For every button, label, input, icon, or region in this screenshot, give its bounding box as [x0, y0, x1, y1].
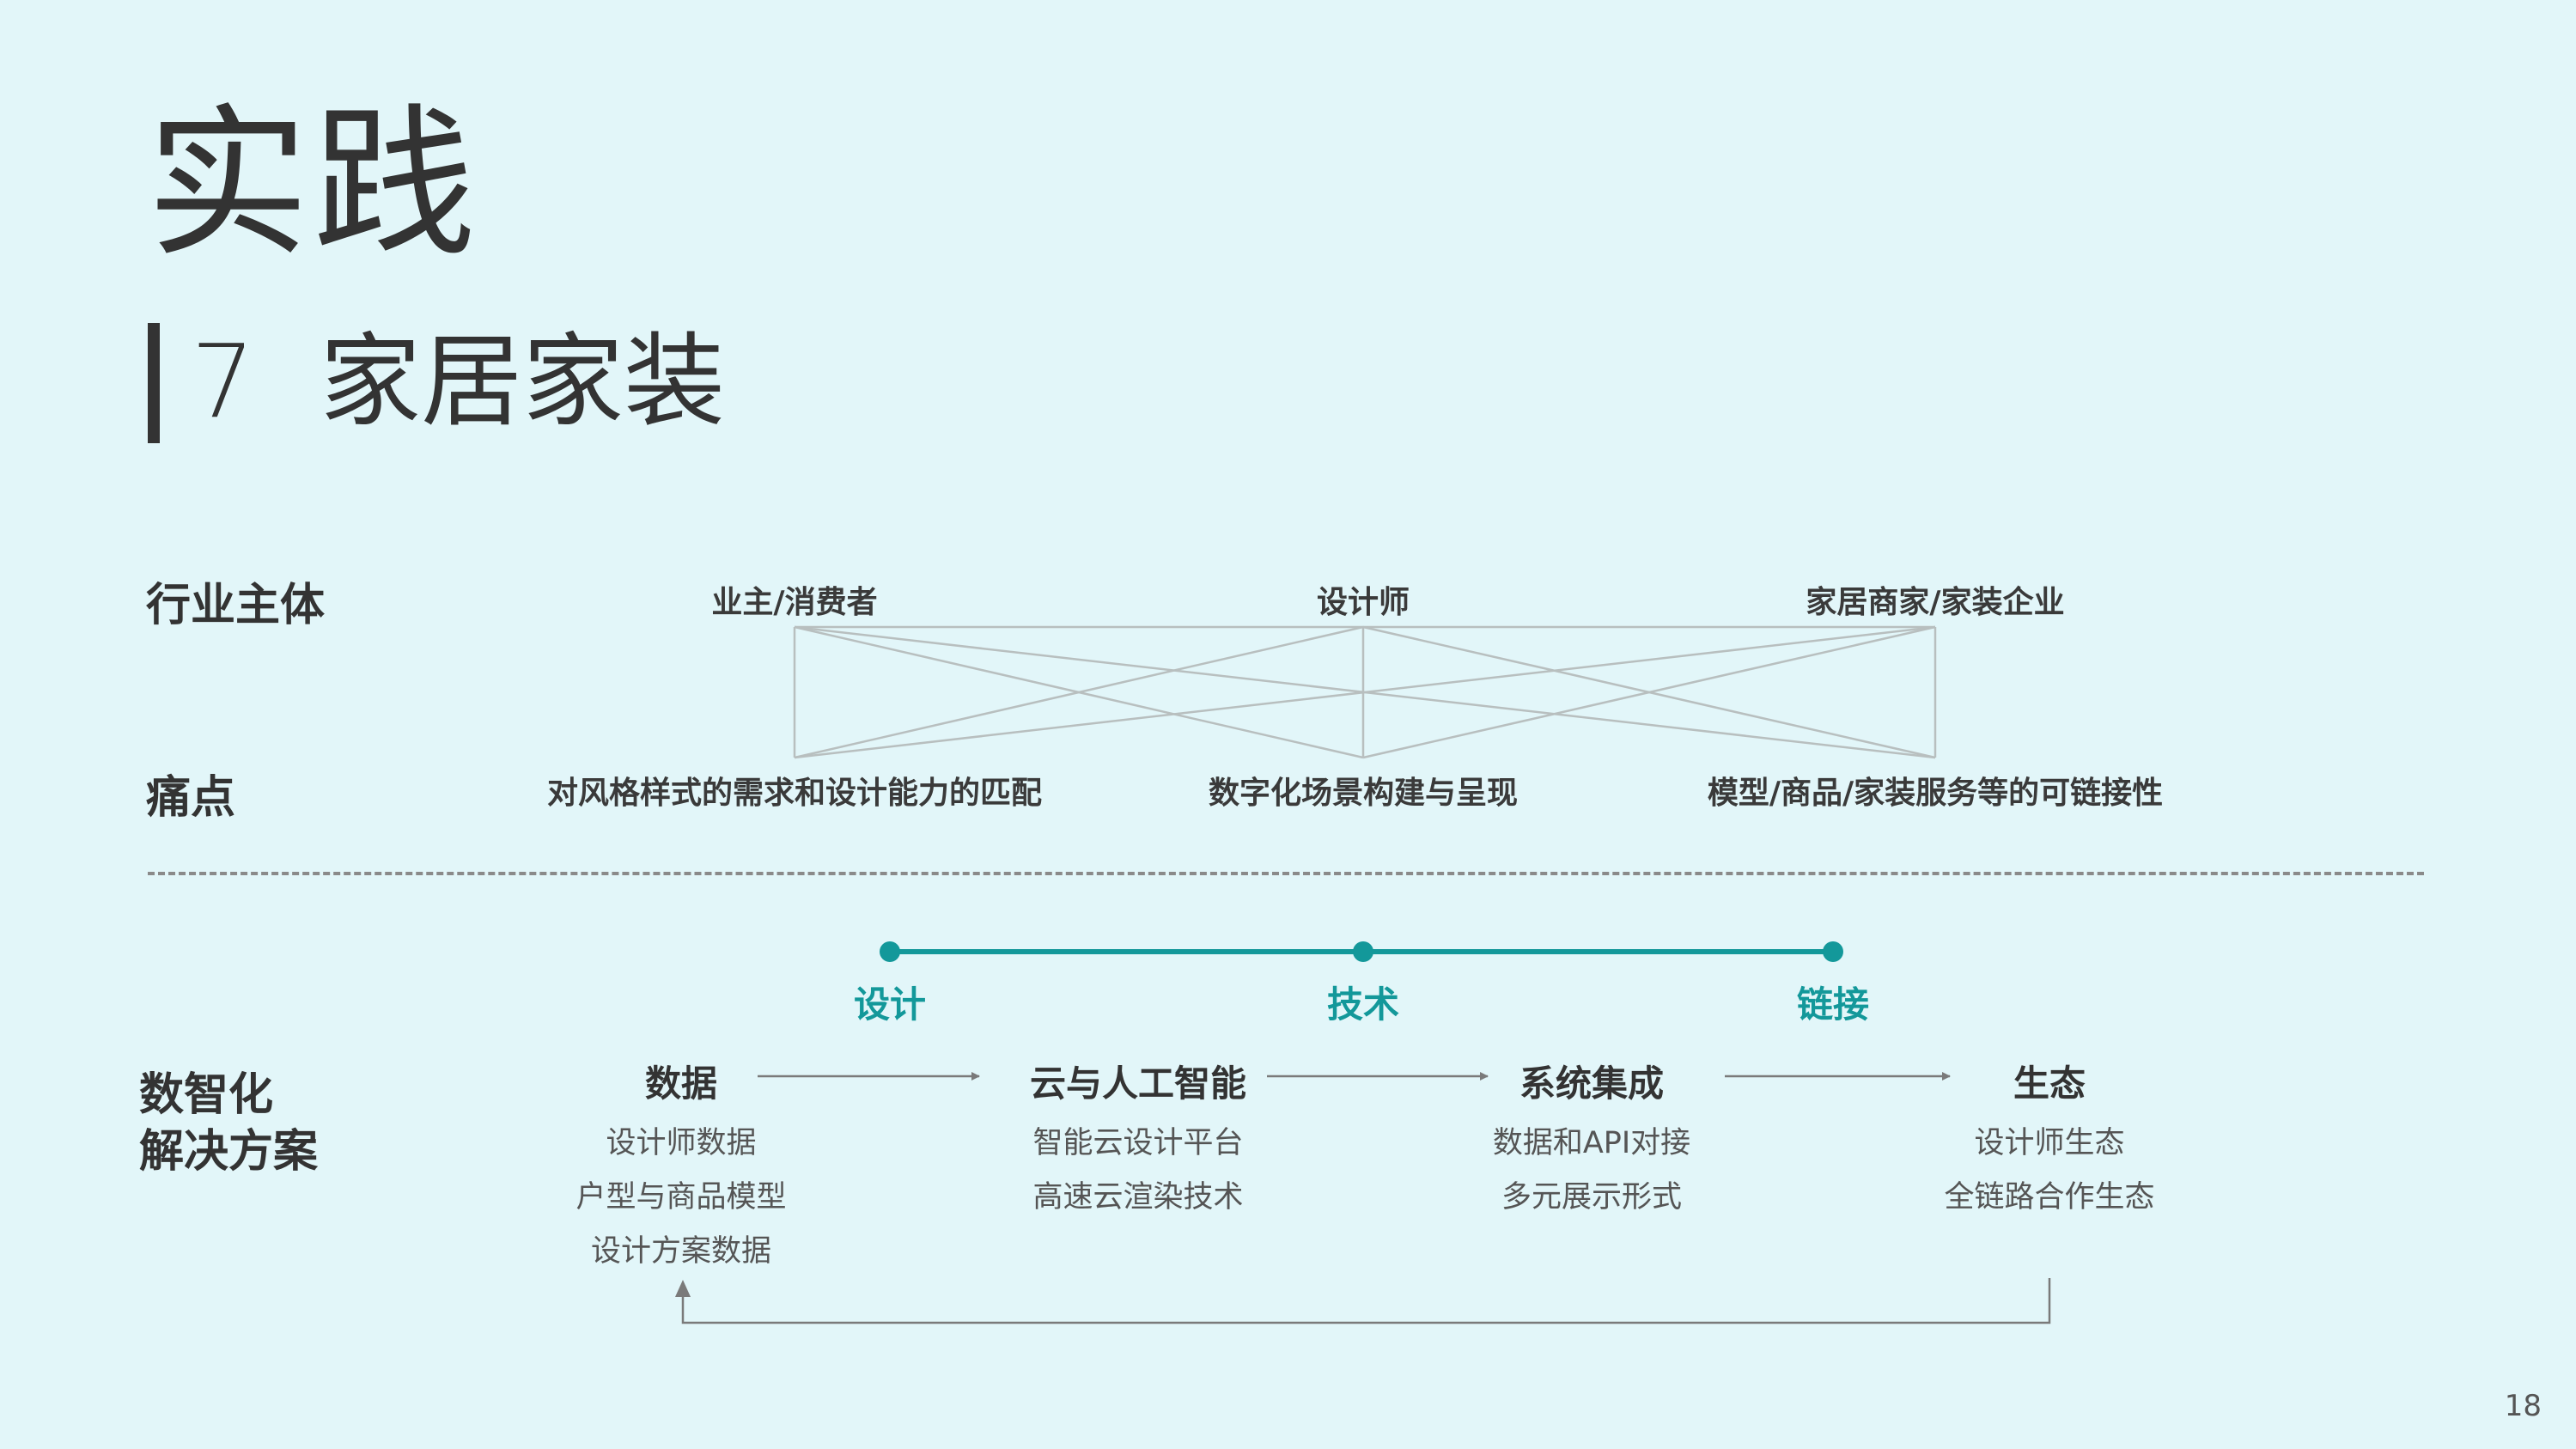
- page-number: 18: [2504, 1389, 2542, 1423]
- row-label-solution-1: 数智化: [139, 1069, 274, 1121]
- timeline-dot-tech: [1353, 941, 1373, 962]
- step-item: 户型与商品模型: [575, 1180, 787, 1215]
- step-item: 设计师数据: [606, 1126, 757, 1160]
- timeline-label-link: 链接: [1796, 983, 1870, 1026]
- page-title: 实践: [146, 89, 480, 279]
- step-item: 高速云渲染技术: [1032, 1180, 1244, 1215]
- step-title-cloud-ai: 云与人工智能: [1029, 1062, 1247, 1105]
- entity-owner-consumer: 业主/消费者: [711, 585, 878, 620]
- entity-merchant-enterprise: 家居商家/家装企业: [1806, 585, 2065, 620]
- pain-point-linkability: 模型/商品/家装服务等的可链接性: [1707, 776, 2164, 811]
- pain-point-style-matching: 对风格样式的需求和设计能力的匹配: [546, 776, 1043, 811]
- section-title: 7 家居家装: [191, 326, 725, 438]
- entity-painpoint-lines: [793, 625, 1937, 759]
- timeline-label-tech: 技术: [1326, 983, 1400, 1026]
- section-divider: [148, 872, 2424, 875]
- pain-point-digital-scene: 数字化场景构建与呈现: [1208, 776, 1519, 811]
- section-marker-bar: [148, 323, 160, 443]
- section-number: 7: [191, 322, 256, 441]
- timeline-dot-link: [1823, 941, 1843, 962]
- entity-designer: 设计师: [1316, 585, 1410, 620]
- step-item: 多元展示形式: [1501, 1180, 1683, 1215]
- step-title-ecosystem: 生态: [2013, 1062, 2086, 1105]
- feedback-arrowhead: [675, 1280, 691, 1297]
- step-title-data: 数据: [644, 1062, 718, 1105]
- row-label-industry: 行业主体: [146, 580, 326, 631]
- section-name: 家居家装: [320, 322, 726, 441]
- timeline-label-design: 设计: [853, 983, 927, 1026]
- timeline-dot-design: [880, 941, 900, 962]
- step-item: 设计师生态: [1974, 1126, 2125, 1160]
- step-item: 智能云设计平台: [1032, 1126, 1244, 1160]
- step-title-system-integration: 系统集成: [1519, 1062, 1665, 1105]
- step-item: 全链路合作生态: [1944, 1180, 2155, 1215]
- step-item: 数据和API对接: [1492, 1126, 1691, 1160]
- row-label-solution-2: 解决方案: [139, 1126, 319, 1178]
- row-label-pain-points: 痛点: [146, 772, 236, 824]
- step-item: 设计方案数据: [590, 1234, 772, 1269]
- feedback-loop-arrow: [681, 1278, 2051, 1324]
